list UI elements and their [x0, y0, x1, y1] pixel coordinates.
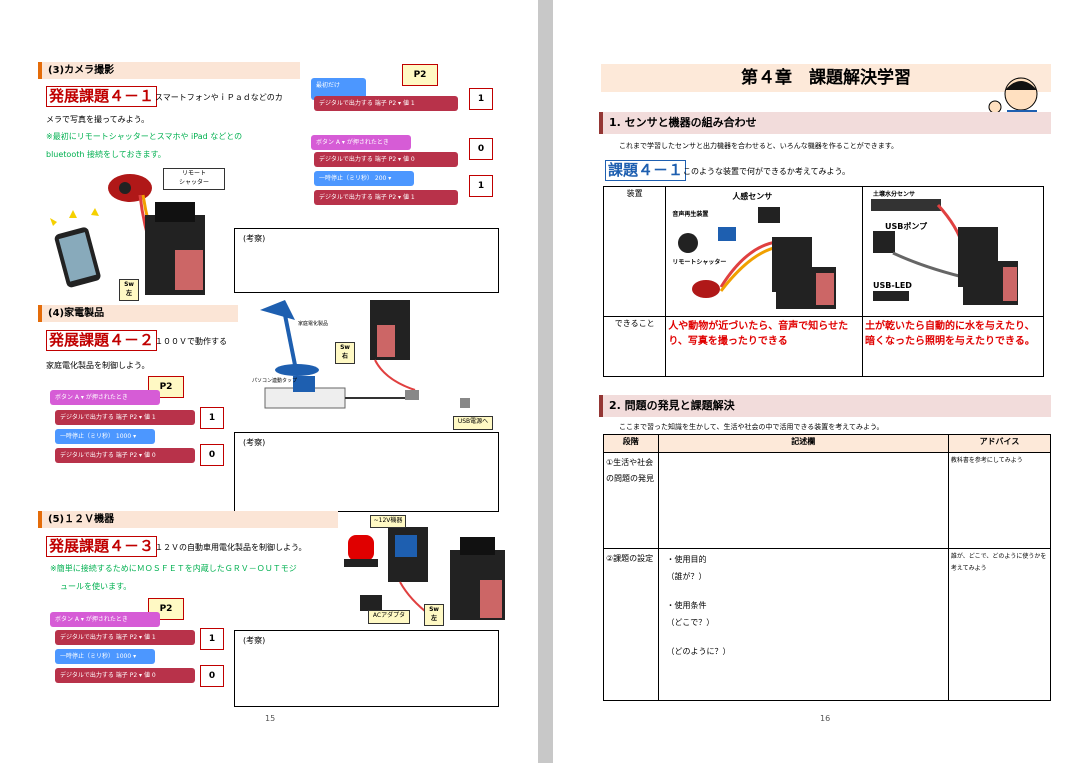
block-start: 最初だけ: [311, 78, 366, 100]
sec4-text-1: １００Ｖで動作する: [155, 337, 227, 346]
device-cell-2: 土壌水分センサ USBポンプ USB-LED: [862, 186, 1044, 317]
section-title-camera: (3)カメラ撮影: [38, 62, 300, 79]
kosatsu-label-1: (考察): [243, 234, 266, 243]
advice-2: 誰が、どこで、どのように使うかを考えてみよう: [947, 548, 1052, 701]
chapter-title: 第４章 課題解決学習: [601, 64, 1051, 92]
value-box-5: 0: [200, 444, 224, 466]
callout-remote-shutter: リモート シャッター: [163, 168, 225, 190]
sec5-text-1: １２Ｖの自動車用電化製品を制御しよう。: [155, 543, 307, 552]
value-box-2: 0: [469, 138, 493, 160]
block-wait-2: 一時停止（ミリ秒） 1000 ▾: [55, 429, 155, 444]
value-box-3: 1: [469, 175, 493, 197]
value-box-1: 1: [469, 88, 493, 110]
device-illustration-1: [678, 207, 837, 309]
can-do-1: 人や動物が近づいたら、音声で知らせたり、写真を撮ったりできる: [665, 316, 864, 377]
sw-right-label: Sw 右: [335, 342, 355, 364]
label-usb-power: USB電源へ: [453, 416, 493, 430]
label-ac-adapter: ACアダプタ: [368, 610, 410, 624]
label-kaden: 家庭電化製品: [298, 321, 329, 327]
stage-2: ②課題の設定: [603, 548, 659, 701]
label-usb-pump: USBポンプ: [885, 222, 928, 231]
section-title-appliance: (4)家電製品: [38, 305, 238, 322]
page-number-left: 15: [265, 714, 276, 723]
problem-table: 段階 記述欄 アドバイス ①生活や社会の問題の発見 教科書を参考にしてみよう ②…: [603, 434, 1052, 701]
label-sound-player: 音声再生装置: [672, 211, 709, 218]
page-left: (3)カメラ撮影 発展課題４－１ スマートフォンやｉＰａｄなどのカ メラで写真を…: [0, 0, 538, 763]
stage-1: ①生活や社会の問題の発見: [603, 452, 659, 549]
sec4-text-2: 家庭電化製品を制御しよう。: [46, 361, 150, 370]
block-button-a-event-3: ボタン A ▾ が押されたとき: [50, 612, 160, 627]
kadai-4-3-badge: 発展課題４－３: [46, 536, 158, 557]
device-table: 装置 人感センサ 音声再生装置 リモートシャッター 土壌水分: [602, 186, 1044, 377]
who-prompt: （誰が？）: [666, 572, 707, 581]
sec3-note-1: ※最初にリモートシャッターとスマホや iPad などとの: [46, 132, 243, 141]
how-prompt: （どのように？）: [666, 647, 731, 656]
kosatsu-box-3[interactable]: (考察): [234, 630, 499, 707]
can-do-label: できること: [602, 316, 667, 377]
kosatsu-label-3: (考察): [243, 636, 266, 645]
label-remote-shutter: リモートシャッター: [672, 259, 727, 266]
value-box-4: 1: [200, 407, 224, 429]
camera-setup-illustration: [50, 174, 205, 295]
value-box-7: 0: [200, 665, 224, 687]
description-input-1[interactable]: [657, 452, 949, 549]
section-title-12v: (5)１２Ｖ機器: [38, 511, 338, 528]
block-wait-1: 一時停止（ミリ秒） 200 ▾: [314, 171, 414, 186]
th-advice: アドバイス: [947, 434, 1052, 453]
kosatsu-label-2: (考察): [243, 438, 266, 447]
kosatsu-box-1[interactable]: (考察): [234, 228, 499, 293]
block-digital-out-3: デジタルで出力する 端子 P2 ▾ 値 1: [314, 190, 458, 205]
block-wait-3: 一時停止（ミリ秒） 1000 ▾: [55, 649, 155, 664]
sec5-note-1: ※簡単に接続するためにＭＯＳＦＥＴを内蔵したＧＲＶ－ＯＵＴモジ: [50, 564, 297, 573]
page-number-right: 16: [820, 714, 831, 723]
kadai-4-1-right-badge: 課題４－１: [605, 160, 687, 181]
label-pc-tap: パソコン連動タップ: [252, 378, 298, 384]
advice-1: 教科書を参考にしてみよう: [947, 452, 1052, 549]
block-digital-out-5: デジタルで出力する 端子 P2 ▾ 値 0: [55, 448, 195, 463]
device-illustration-2: [871, 199, 1019, 305]
sw-left-label-1: Sw 左: [119, 279, 139, 301]
kadai-4-1-badge: 発展課題４－１: [46, 86, 158, 107]
can-do-2: 土が乾いたら自動的に水を与えたり、暗くなったら照明を与えたりできる。: [862, 316, 1044, 377]
use-purpose: ・使用目的: [666, 555, 707, 564]
th-stage: 段階: [603, 434, 659, 453]
th-description: 記述欄: [657, 434, 949, 453]
kosatsu-box-2[interactable]: (考察): [234, 432, 499, 512]
value-box-6: 1: [200, 628, 224, 650]
block-digital-out-4: デジタルで出力する 端子 P2 ▾ 値 1: [55, 410, 195, 425]
sw-left-label-2: Sw 左: [424, 604, 444, 626]
page-right: 第４章 課題解決学習 1. センサと機器の組み合わせ これまで学習したセンサと出…: [553, 0, 1091, 763]
kadai-text: このような装置で何ができるか考えてみよう。: [683, 167, 850, 176]
sec3-text-2: メラで写真を撮ってみよう。: [46, 115, 150, 124]
block-button-a-event-2: ボタン A ▾ が押されたとき: [50, 390, 160, 405]
description-input-2[interactable]: ・使用目的 （誰が？） ・使用条件 （どこで？） （どのように？）: [657, 548, 949, 701]
block-digital-out-1: デジタルで出力する 端子 P2 ▾ 値 1: [314, 96, 458, 111]
use-conditions: ・使用条件: [666, 601, 707, 610]
kadai-4-2-badge: 発展課題４－２: [46, 330, 158, 351]
sec1-title: 1. センサと機器の組み合わせ: [599, 112, 1051, 134]
appliance-setup-illustration: [260, 300, 470, 409]
block-button-a-event-1: ボタン A ▾ が押されたとき: [311, 135, 411, 150]
12v-setup-illustration: [344, 527, 505, 620]
label-soil-sensor: 土壌水分センサ: [873, 191, 916, 198]
label-12v-device: ~12V機器: [370, 515, 406, 528]
device-cell-1: 人感センサ 音声再生装置 リモートシャッター: [665, 186, 864, 317]
block-digital-out-7: デジタルで出力する 端子 P2 ▾ 値 0: [55, 668, 195, 683]
device-row-label: 装置: [602, 186, 667, 317]
sec3-text-1: スマートフォンやｉＰａｄなどのカ: [155, 93, 283, 102]
label-human-sensor: 人感センサ: [732, 192, 773, 201]
sec3-note-2: bluetooth 接続をしておきます。: [46, 150, 166, 159]
p2-label-1: P2: [402, 64, 438, 86]
where-prompt: （どこで？）: [666, 618, 715, 627]
sec2-title: 2. 問題の発見と課題解決: [599, 395, 1051, 417]
label-usb-led: USB-LED: [873, 281, 912, 290]
block-digital-out-6: デジタルで出力する 端子 P2 ▾ 値 1: [55, 630, 195, 645]
sec2-text: ここまで習った知識を生かして、生活や社会の中で活用できる装置を考えてみよう。: [619, 423, 884, 431]
sec5-note-2: ュールを使います。: [60, 582, 132, 591]
sec1-text: これまで学習したセンサと出力機器を合わせると、いろんな機器を作ることができます。: [619, 142, 899, 150]
block-digital-out-2: デジタルで出力する 端子 P2 ▾ 値 0: [314, 152, 458, 167]
